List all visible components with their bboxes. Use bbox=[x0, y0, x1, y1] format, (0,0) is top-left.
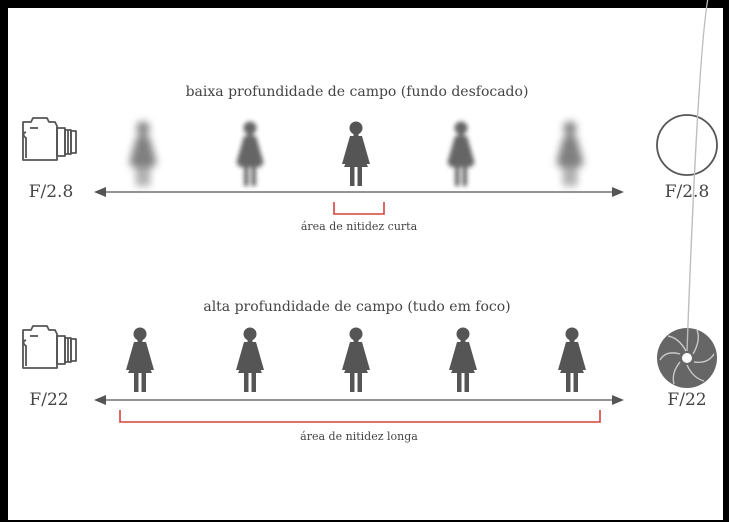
deep-row bbox=[22, 0, 717, 423]
shallow-axis bbox=[94, 187, 624, 197]
camera-icon bbox=[22, 325, 77, 369]
person-icon-soft bbox=[236, 121, 264, 186]
f-number-left-shallow: F/2.8 bbox=[28, 182, 74, 202]
f-number-right-shallow: F/2.8 bbox=[664, 182, 710, 202]
person-icon bbox=[126, 327, 154, 392]
long-focus-bracket bbox=[119, 410, 601, 423]
aperture-closed-icon bbox=[657, 0, 717, 388]
person-icon-blurred bbox=[129, 121, 157, 186]
deep-axis bbox=[94, 395, 624, 405]
shallow-title: baixa profundidade de campo (fundo desfo… bbox=[185, 84, 529, 100]
camera-icon bbox=[22, 117, 77, 161]
person-icon-sharp bbox=[342, 121, 370, 186]
f-number-left-deep: F/22 bbox=[29, 390, 69, 410]
long-focus-label: área de nitidez longa bbox=[300, 430, 418, 443]
person-icon-blurred bbox=[556, 121, 584, 186]
person-icon-soft bbox=[447, 121, 475, 186]
person-icon bbox=[558, 327, 586, 392]
short-focus-bracket bbox=[333, 202, 385, 215]
person-icon bbox=[236, 327, 264, 392]
shallow-row bbox=[22, 114, 718, 215]
short-focus-label: área de nitidez curta bbox=[300, 220, 418, 233]
f-number-right-deep: F/22 bbox=[667, 390, 707, 410]
person-icon bbox=[449, 327, 477, 392]
deep-title: alta profundidade de campo (tudo em foco… bbox=[203, 299, 511, 315]
person-icon bbox=[342, 327, 370, 392]
aperture-open-icon bbox=[656, 114, 718, 176]
